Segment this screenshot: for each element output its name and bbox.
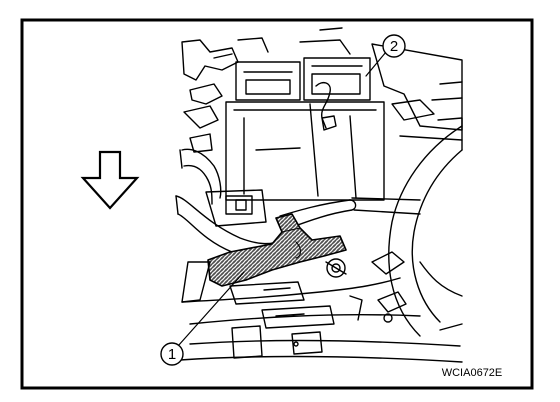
callout-2-leader <box>365 51 387 77</box>
callout-2: 2 <box>382 34 406 58</box>
callout-1-leader <box>177 271 245 347</box>
bolt-nut <box>326 258 346 278</box>
callout-1-label: 1 <box>168 346 176 363</box>
main-block <box>225 101 385 201</box>
bracket-part-1 <box>207 213 347 287</box>
wire-hook <box>315 81 331 129</box>
lower-chassis <box>181 261 211 303</box>
connector-housing <box>205 189 267 227</box>
harness-cable <box>279 199 351 217</box>
hose-upper <box>181 148 222 199</box>
right-curved-panel <box>388 125 463 337</box>
arrow-down-icon <box>80 150 140 210</box>
figure-code: WCIA0672E <box>442 367 503 379</box>
engine-bay-left-clutter <box>181 39 239 81</box>
hose-lower <box>175 195 283 245</box>
engine-illustration <box>175 27 463 363</box>
upper-module-right <box>303 57 371 101</box>
callout-1: 1 <box>160 342 184 366</box>
callout-2-label: 2 <box>390 38 398 55</box>
right-frame <box>371 43 463 131</box>
figure-frame <box>20 18 534 390</box>
upper-module-left <box>235 61 301 101</box>
